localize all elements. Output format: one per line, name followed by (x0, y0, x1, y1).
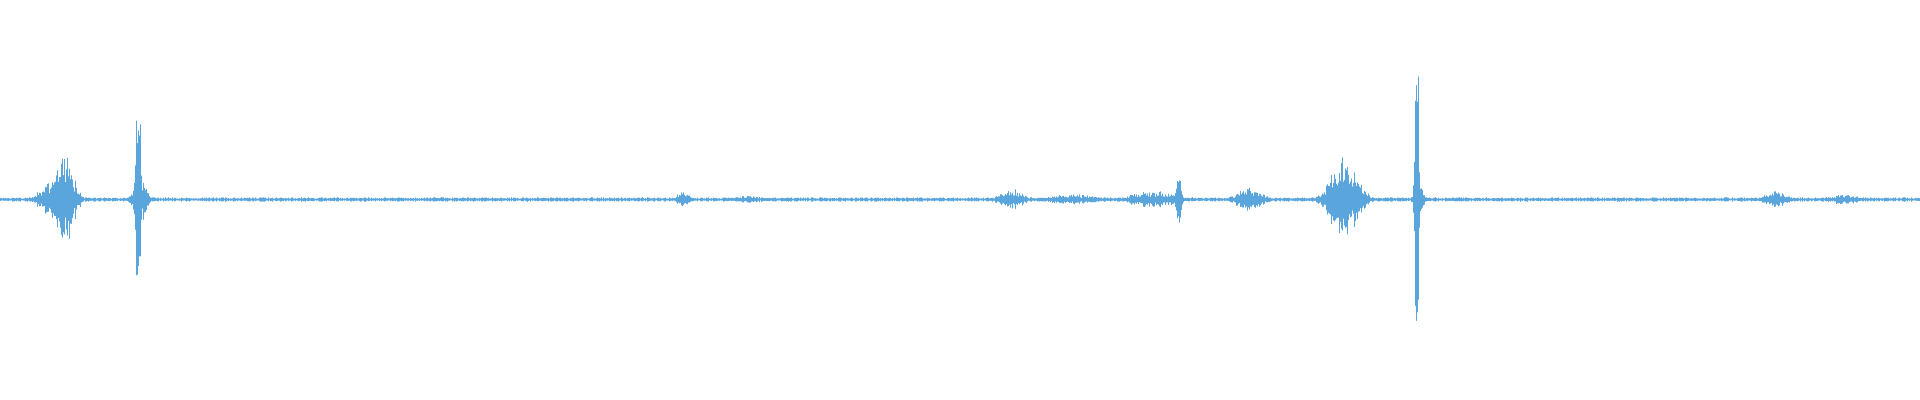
waveform-graphic (0, 76, 1920, 321)
